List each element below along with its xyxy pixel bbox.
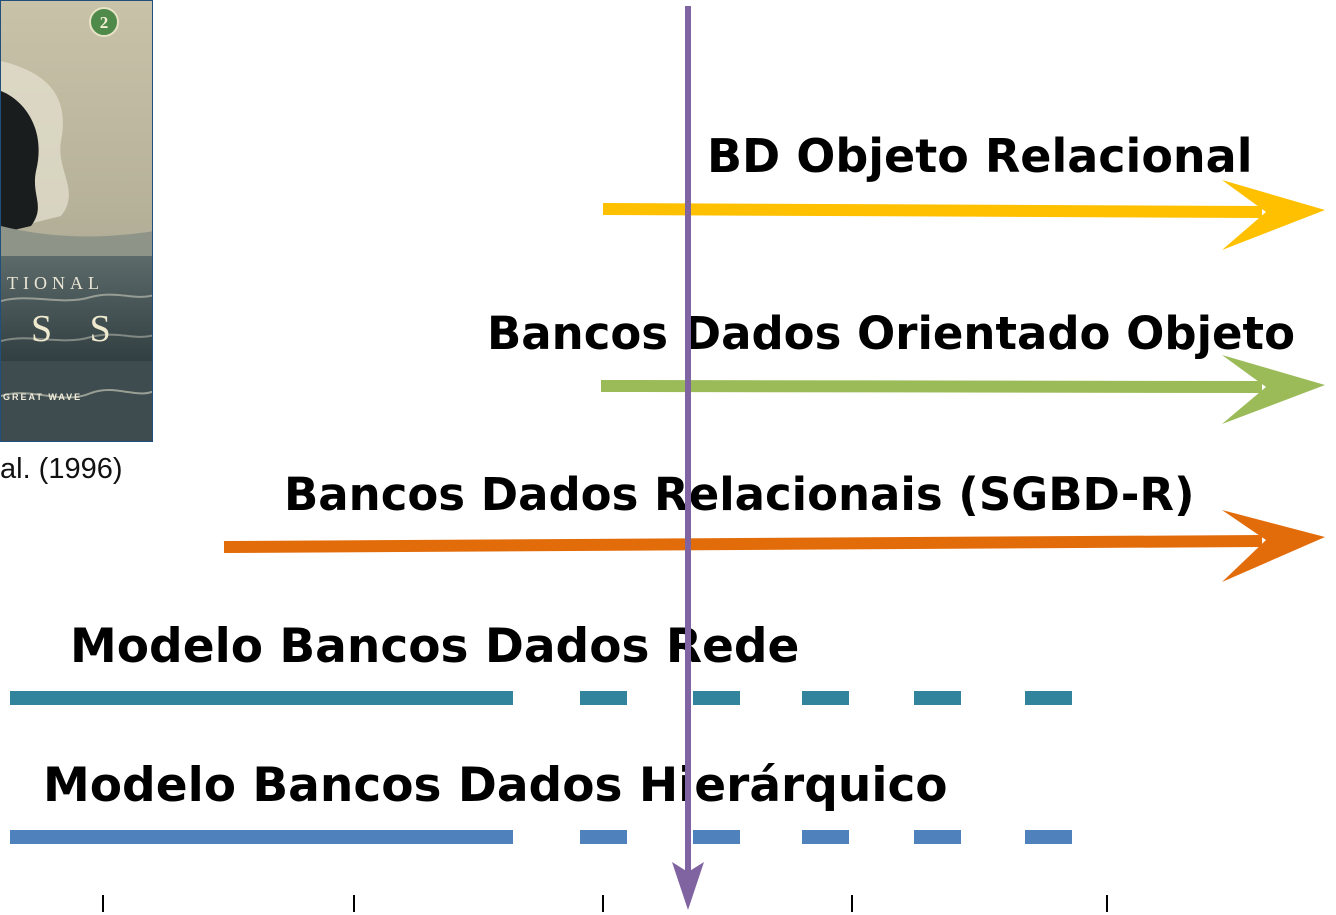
book-title: S S	[31, 308, 125, 350]
label-hierarchical-model: Modelo Bancos Dados Hierárquico	[43, 758, 948, 813]
object-relational-arrow	[602, 180, 1325, 250]
label-object-oriented: Bancos Dados Orientado Objeto	[487, 307, 1295, 360]
book-tagline: GREAT WAVE	[3, 392, 82, 402]
timeline-ticks	[102, 895, 1108, 912]
badge-number: 2	[100, 13, 109, 32]
book-citation: al. (1996)	[0, 453, 123, 485]
label-object-relational: BD Objeto Relacional	[707, 129, 1253, 183]
book-cover-image: 2 TIONAL S S GREAT WAVE	[0, 0, 153, 442]
book-subtitle: TIONAL	[7, 273, 104, 293]
label-network-model: Modelo Bancos Dados Rede	[70, 619, 800, 674]
label-relational: Bancos Dados Relacionais (SGBD-R)	[284, 468, 1195, 521]
badge-icon: 2	[89, 7, 119, 37]
object-oriented-arrow	[600, 355, 1325, 424]
